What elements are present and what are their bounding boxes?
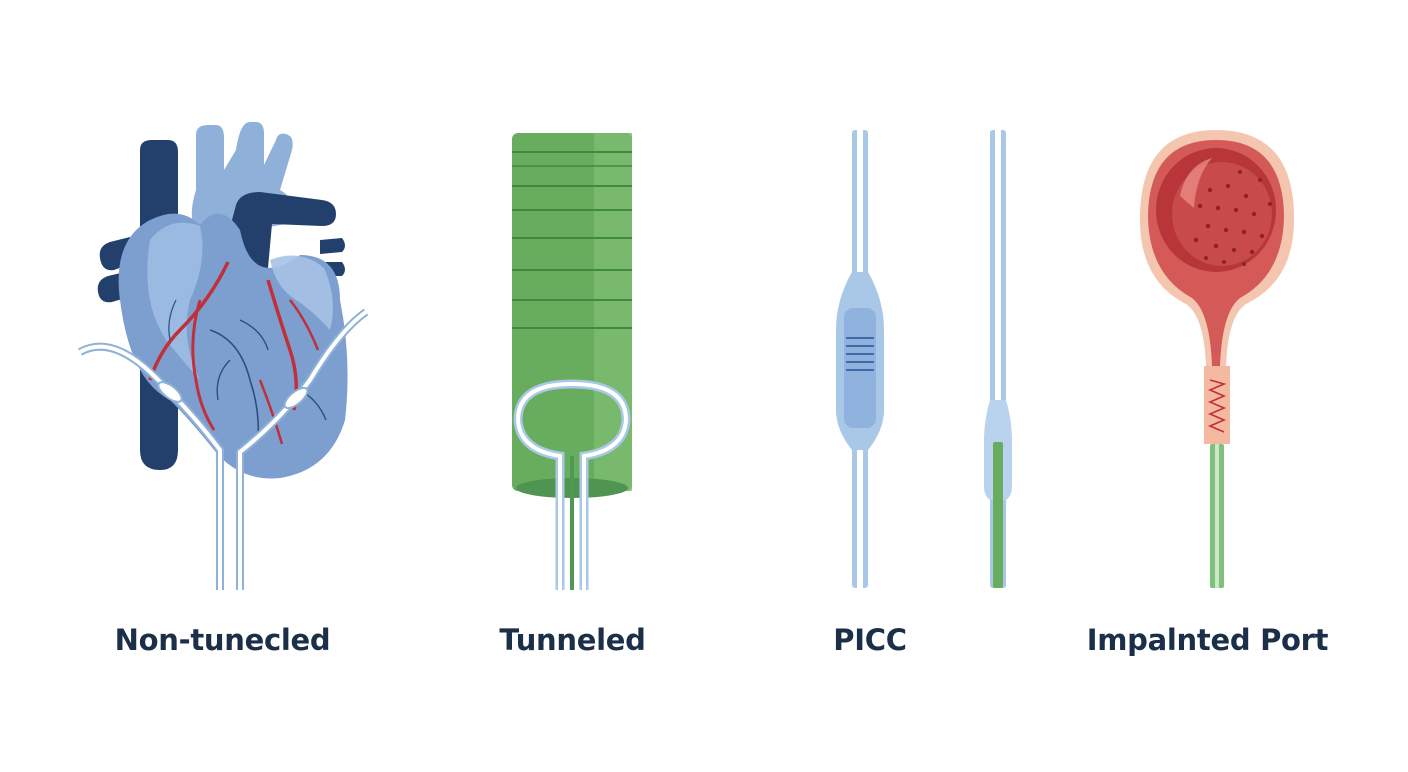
- label-tunneled: Tunneled: [499, 623, 646, 657]
- label-non-tunneled: Non-tunecled: [114, 623, 331, 657]
- label-implanted-port: Impalnted Port: [1086, 623, 1329, 657]
- picc-catheter-illustration: [836, 130, 1012, 588]
- heart-illustration: [78, 122, 369, 590]
- label-picc: PICC: [833, 623, 907, 657]
- tunneled-tube-illustration: [512, 133, 632, 590]
- implanted-port-illustration: [1139, 130, 1295, 588]
